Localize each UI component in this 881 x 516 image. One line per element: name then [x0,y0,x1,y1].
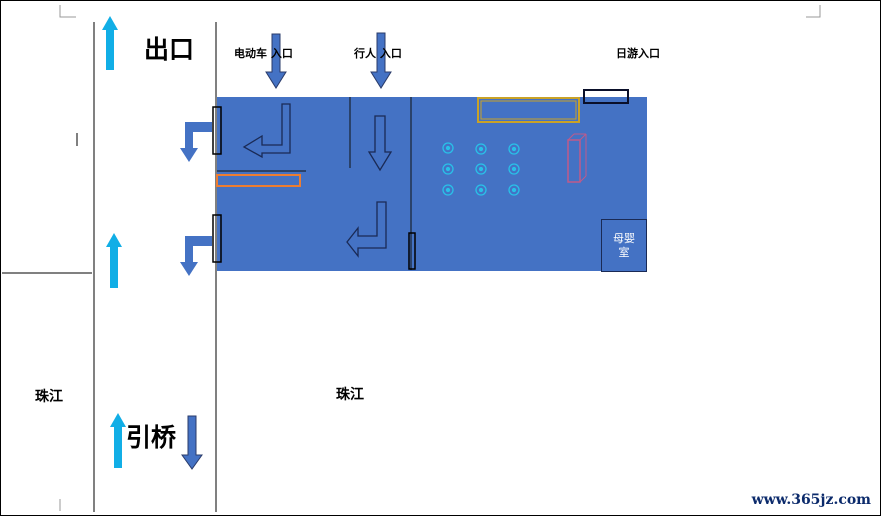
pedestrian-down-arrow [370,32,392,89]
up-arrow-exit [102,16,118,70]
pier-deck [217,97,647,271]
gold-counter [477,97,580,123]
flow-arrows [242,103,393,258]
exit-turn-arrow-upper [180,122,212,162]
deck-left-turn-arrow-2 [346,201,387,258]
up-arrow-bridge [110,413,126,468]
ebike-down-arrow [265,33,287,89]
ebike-entrance-label: 电动车 入口 [234,47,293,60]
pedestrian-entrance-label: 行人 入口 [354,47,402,60]
exit-gate-lower [212,214,222,263]
seating-grid [442,142,520,196]
exit-turn-arrow-lower [180,236,212,276]
nursery-room-label: 母婴室 [613,231,635,259]
approach-bridge-label: 引桥 [126,423,177,452]
watermark: www.365jz.com [751,492,871,508]
up-arrow-middle [106,233,122,288]
nursery-room: 母婴室 [601,219,647,272]
page-corner-marks [59,5,821,511]
day-trip-entrance-label: 日游入口 [616,47,660,60]
exit-gate-upper [212,106,222,155]
pink-kiosk [567,139,581,183]
deck-down-arrow [367,115,393,172]
orange-bench [216,174,301,187]
inner-gate [408,232,416,270]
day-trip-gate [583,89,629,104]
river-label-center: 珠江 [336,387,364,403]
bridge-down-arrow [181,415,203,470]
exit-label: 出口 [144,35,195,64]
deck-left-turn-arrow-1 [242,103,291,159]
cyan-up-arrows [102,16,126,468]
entrance-arrows [181,32,392,470]
river-label-left: 珠江 [35,389,63,405]
exit-turn-arrows [180,122,212,276]
gold-counter-inner [480,100,577,120]
